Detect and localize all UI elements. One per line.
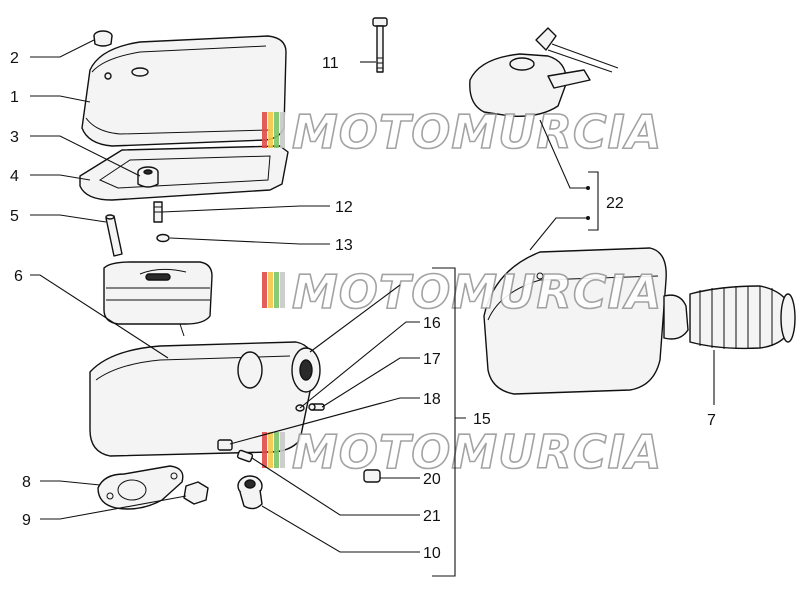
leader-21 <box>251 457 420 516</box>
callout-1: 1 <box>10 89 19 106</box>
part-2-cap <box>93 30 113 47</box>
part-3-spacer <box>137 166 159 188</box>
leader-13 <box>169 237 330 245</box>
leader-16 <box>299 321 420 409</box>
float-chamber <box>483 247 689 395</box>
callout-labels: 2 1 3 4 5 6 8 9 10 21 20 18 17 16 15 11 … <box>10 50 716 562</box>
watermark-text-2: MOTOMURCIA <box>292 265 662 319</box>
part-9-nut <box>183 481 209 505</box>
callout-9: 9 <box>22 512 31 529</box>
carburetor-top <box>469 27 619 117</box>
part-5-tube <box>105 214 123 257</box>
callout-7: 7 <box>707 412 716 429</box>
part-17-screw <box>308 403 325 411</box>
leader-3 <box>30 135 141 177</box>
callout-11: 11 <box>322 55 339 72</box>
callout-15: 15 <box>473 411 491 428</box>
part-1-cover <box>81 35 287 147</box>
watermark-text-1: MOTOMURCIA <box>292 105 662 159</box>
dot-22-top <box>586 186 590 190</box>
watermark-logo-2: MOTOMURCIA <box>262 264 662 320</box>
leader-6 <box>30 274 169 359</box>
callout-13: 13 <box>335 237 353 254</box>
leader-22-top <box>539 119 588 189</box>
watermark-logo-3: MOTOMURCIA <box>262 424 662 480</box>
callout-21: 21 <box>423 508 441 525</box>
part-21-jet <box>236 449 254 463</box>
callout-6: 6 <box>14 268 23 285</box>
leader-8 <box>40 480 101 486</box>
leader-10 <box>261 505 420 553</box>
leader-9 <box>40 495 187 520</box>
leader-4 <box>30 174 91 181</box>
leader-22-bottom <box>529 217 588 251</box>
part-8-flange <box>97 465 184 510</box>
callout-16: 16 <box>423 315 441 332</box>
part-10-fitting <box>237 475 263 510</box>
leader-lines <box>30 39 715 577</box>
part-18-jet <box>217 439 233 451</box>
leader-1 <box>30 95 91 103</box>
leader-2 <box>30 39 95 58</box>
part-15-housing <box>89 341 321 457</box>
filter-element <box>103 261 213 337</box>
bracket-15 <box>432 267 466 577</box>
callout-2: 2 <box>10 50 19 67</box>
leader-17 <box>321 357 420 408</box>
callout-4: 4 <box>10 168 19 185</box>
callout-5: 5 <box>10 208 19 225</box>
part-7-boot <box>689 285 796 350</box>
callout-17: 17 <box>423 351 441 368</box>
callout-18: 18 <box>423 391 441 408</box>
watermark-text-3: MOTOMURCIA <box>292 425 662 479</box>
leader-12 <box>161 205 330 213</box>
callout-3: 3 <box>10 129 19 146</box>
part-20-cylinder <box>363 469 381 483</box>
callout-12: 12 <box>335 199 353 216</box>
part-11-bolt <box>372 17 388 73</box>
callout-8: 8 <box>22 474 31 491</box>
part-4-gasket <box>79 145 289 201</box>
bracket-22 <box>588 171 599 231</box>
part-12-stud <box>153 201 163 223</box>
leader-18 <box>229 397 420 445</box>
leader-15-to-housing <box>309 284 401 353</box>
callout-20: 20 <box>423 471 441 488</box>
callout-22: 22 <box>606 195 624 212</box>
watermark: MOTOMURCIA MOTOMURCIA MOTOMURCIA <box>262 104 662 480</box>
callout-10: 10 <box>423 545 441 562</box>
part-13-clip <box>156 233 170 243</box>
dot-22-bottom <box>586 216 590 220</box>
leader-5 <box>30 214 107 223</box>
watermark-logo-1: MOTOMURCIA <box>262 104 662 160</box>
